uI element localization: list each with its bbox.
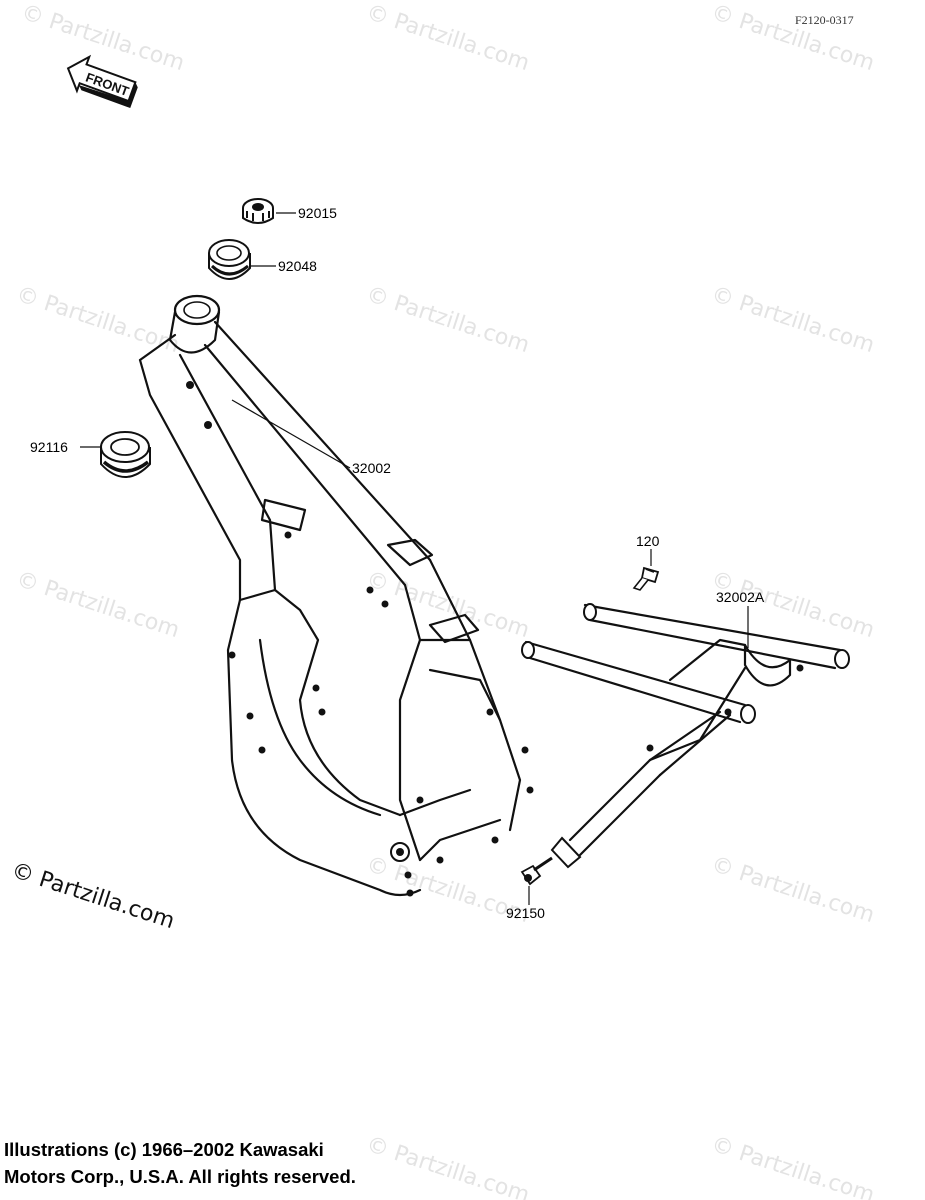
watermark: © Partzilla.com	[18, 0, 187, 76]
part-label-92150: 92150	[506, 905, 545, 921]
copyright-line-2: Motors Corp., U.S.A. All rights reserved…	[4, 1166, 356, 1187]
bolt-92150-icon	[520, 856, 553, 886]
bearing-92048-icon	[208, 239, 251, 280]
seal-92116-icon	[100, 431, 151, 478]
watermark: © Partzilla.com	[708, 282, 877, 358]
copyright-notice: Illustrations (c) 1966–2002 Kawasaki Mot…	[4, 1136, 356, 1190]
nut-92015-icon	[242, 198, 274, 224]
watermark: © Partzilla.com	[363, 1132, 532, 1200]
part-label-32002: 32002	[352, 460, 391, 476]
part-label-92116: 92116	[30, 439, 68, 455]
watermark: © Partzilla.com	[363, 282, 532, 358]
watermark: © Partzilla.com	[13, 567, 182, 643]
frame-32002-icon	[138, 294, 534, 897]
part-label-120: 120	[636, 533, 660, 549]
watermark: © Partzilla.com	[363, 0, 532, 76]
front-arrow-icon: FRONT	[66, 54, 138, 109]
bolt-120-icon	[632, 566, 660, 591]
part-label-32002A: 32002A	[716, 589, 765, 605]
part-label-92015: 92015	[298, 205, 337, 221]
watermark: © Partzilla.com	[708, 0, 877, 76]
copyright-line-1: Illustrations (c) 1966–2002 Kawasaki	[4, 1139, 324, 1160]
subframe-32002a-icon	[521, 603, 850, 869]
figure-code: F2120-0317	[795, 13, 854, 27]
watermark: © Partzilla.com	[363, 567, 532, 643]
part-label-92048: 92048	[278, 258, 317, 274]
watermark: © Partzilla.com	[708, 852, 877, 928]
watermark: © Partzilla.com	[708, 1132, 877, 1200]
